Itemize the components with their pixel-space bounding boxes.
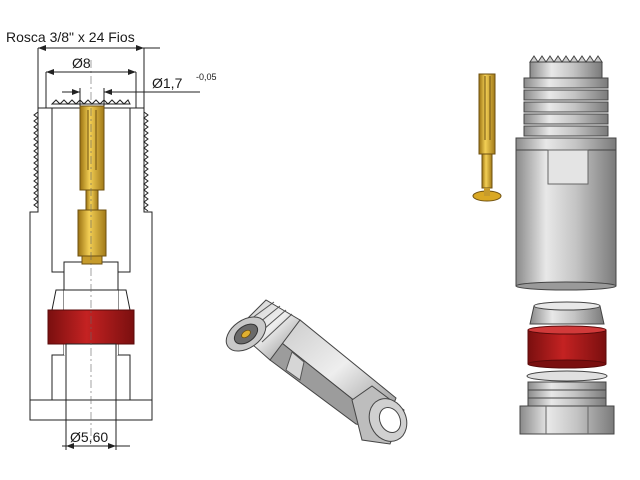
- bore-diameter-label: Ø5,60: [70, 429, 108, 445]
- dimension-lines: [37, 45, 200, 450]
- assembled-connector-3d: [225, 299, 408, 445]
- exploded-washer: [526, 370, 608, 382]
- insulator: [51, 107, 131, 273]
- thread-teeth: [33, 111, 149, 212]
- gold-contact-pin: [77, 105, 107, 265]
- thread-label: Rosca 3/8" x 24 Fios: [6, 29, 135, 45]
- exploded-main-body: [515, 55, 617, 291]
- exploded-view: [472, 55, 617, 435]
- cross-section-view: [29, 60, 153, 440]
- pin-diameter-label: Ø1,7: [152, 75, 183, 91]
- exploded-gold-pin: [472, 73, 502, 202]
- exploded-rear-nut: [519, 381, 615, 435]
- exploded-red-gasket: [527, 325, 607, 369]
- pin-tolerance-label: -0,05: [196, 72, 217, 82]
- exploded-clamp-ring: [529, 301, 605, 325]
- outer-diameter-label: Ø8: [72, 55, 91, 71]
